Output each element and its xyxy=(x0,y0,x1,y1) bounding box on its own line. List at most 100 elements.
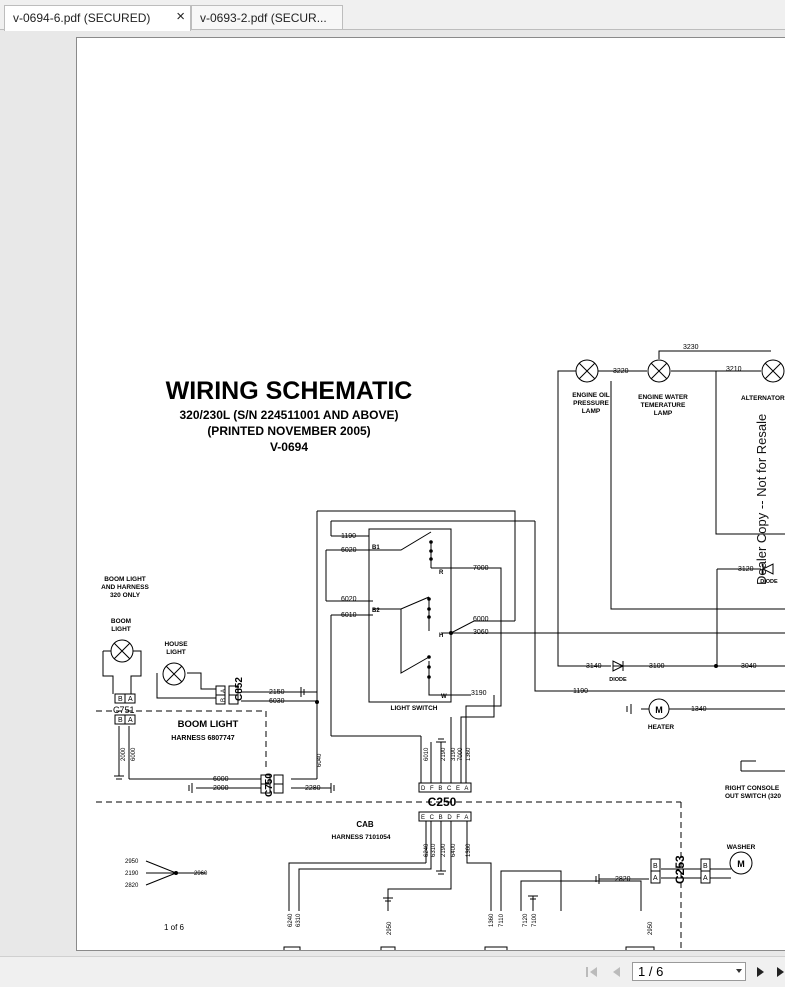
bottom-wire-1360: 1360 xyxy=(489,913,495,927)
schematic-print-date: (PRINTED NOVEMBER 2005) xyxy=(207,424,370,438)
c250-bottom-wire-4: 6400 xyxy=(451,843,457,857)
wire-3230: 3230 xyxy=(683,344,699,351)
c250-top-wire-4: 7000 xyxy=(458,747,464,761)
alternator-label: ALTERNATOR xyxy=(741,395,785,402)
wire-1340: 1340 xyxy=(691,706,707,713)
diode-symbols xyxy=(612,563,774,672)
pin-b: B xyxy=(653,863,658,870)
harness-6807747: HARNESS 6807747 xyxy=(171,735,235,742)
bottom-wire-2950: 2950 xyxy=(387,921,393,935)
c250-bottom-pins: E C B D F A xyxy=(421,815,470,821)
switch-pin-w: W xyxy=(441,694,447,700)
wiring-schematic: WIRING SCHEMATIC 320/230L (S/N 224511001… xyxy=(96,344,785,950)
diode-label-2: DIODE xyxy=(760,579,778,585)
harness-boundaries xyxy=(96,710,682,950)
engine-oil-label-3: LAMP xyxy=(582,408,601,415)
switch-pin-r: R xyxy=(439,570,444,576)
wire-2820: 2820 xyxy=(125,883,139,889)
first-page-icon[interactable] xyxy=(585,965,599,979)
c250-bottom-wire-2: 6310 xyxy=(431,843,437,857)
right-console-2: OUT SWITCH (320 xyxy=(725,793,781,800)
boom-light-harness-title: BOOM LIGHT xyxy=(178,719,239,730)
previous-page-icon[interactable] xyxy=(609,965,623,979)
connector-c852: C852 xyxy=(234,677,245,701)
bottom-wire-2950b: 2950 xyxy=(648,921,654,935)
pin-b: B xyxy=(703,863,708,870)
wire-3210: 3210 xyxy=(726,366,742,373)
c250-bottom-wire-3: 2190 xyxy=(441,843,447,857)
switch-contacts xyxy=(174,540,718,875)
bottom-wire-6240: 6240 xyxy=(288,913,294,927)
pin-b: B xyxy=(118,717,123,724)
diode-label: DIODE xyxy=(609,677,627,683)
bottom-wire-7110: 7110 xyxy=(499,913,505,927)
tab-v-0694-6[interactable]: v-0694-6.pdf (SECURED) × xyxy=(4,5,191,31)
light-switch-label: LIGHT SWITCH xyxy=(391,705,438,712)
pin-a: A xyxy=(128,717,133,724)
pin-a: A xyxy=(653,875,658,882)
connector-c751: C751 xyxy=(113,705,135,715)
connector-c250: C250 xyxy=(428,795,457,809)
wire-3120: 3120 xyxy=(738,566,754,573)
page-indicator: 1 / 6 xyxy=(638,964,664,979)
engine-water-label-2: TEMERATURE xyxy=(641,402,686,409)
wire-2950: 2950 xyxy=(125,859,139,865)
c250-bottom-wire-1: 6240 xyxy=(424,843,430,857)
boom-light-harness-3: 320 ONLY xyxy=(110,592,141,599)
next-page-icon[interactable] xyxy=(754,965,768,979)
tab-v-0693-2[interactable]: v-0693-2.pdf (SECUR... xyxy=(191,5,343,30)
boom-light-2: LIGHT xyxy=(111,626,131,633)
wire-2280: 2280 xyxy=(305,785,321,792)
heater-label: HEATER xyxy=(648,724,675,731)
schematic-doc-number: V-0694 xyxy=(270,440,308,454)
c250-top-wire-2: 2190 xyxy=(441,747,447,761)
wire-3100: 3100 xyxy=(649,663,665,670)
tab-label: v-0694-6.pdf (SECURED) xyxy=(13,11,151,25)
pin-b: B xyxy=(221,698,227,702)
wire-2000-v: 2000 xyxy=(121,747,127,761)
boom-light-harness-1: BOOM LIGHT xyxy=(104,576,146,583)
wire-6000: 6000 xyxy=(213,776,229,783)
ground-symbols xyxy=(114,687,600,902)
bottom-wire-7100: 7100 xyxy=(532,913,538,927)
switch-pin-b1: B1 xyxy=(372,545,380,551)
wire-2150: 2150 xyxy=(269,689,285,696)
wire-3190: 3190 xyxy=(471,690,487,697)
engine-water-label-1: ENGINE WATER xyxy=(638,394,688,401)
right-console-1: RIGHT CONSOLE xyxy=(725,785,780,792)
wire-1190b: 1190 xyxy=(573,688,588,695)
wire-2190: 2190 xyxy=(125,871,139,877)
wire-6020b: 6020 xyxy=(341,596,357,603)
wire-2000: 2000 xyxy=(213,785,229,792)
tab-bar: v-0694-6.pdf (SECURED) × v-0693-2.pdf (S… xyxy=(0,0,785,31)
wire-6000b: 6000 xyxy=(473,616,489,623)
bottom-wire-6310: 6310 xyxy=(296,913,302,927)
pdf-page: WIRING SCHEMATIC 320/230L (S/N 224511001… xyxy=(76,37,785,951)
washer-motor-m: M xyxy=(737,859,745,869)
close-icon[interactable]: × xyxy=(176,8,185,25)
engine-oil-label-2: PRESSURE xyxy=(573,400,609,407)
engine-water-label-3: LAMP xyxy=(654,410,673,417)
house-light-1: HOUSE xyxy=(164,641,188,648)
wire-1190: 1190 xyxy=(341,533,356,540)
cab-label: CAB xyxy=(356,820,374,829)
c250-bottom-wire-5: 1360 xyxy=(466,843,472,857)
page-of-label: 1 of 6 xyxy=(164,923,185,932)
schematic-subtitle: 320/230L (S/N 224511001 AND ABOVE) xyxy=(179,408,398,422)
boom-light-1: BOOM xyxy=(111,618,131,625)
washer-label: WASHER xyxy=(727,844,756,851)
watermark: Dealer Copy -- Not for Resale xyxy=(754,414,769,585)
c250-top-wire-5: 1360 xyxy=(466,747,472,761)
navigation-bar: 1 / 6 xyxy=(0,956,785,987)
page-number-select[interactable]: 1 / 6 xyxy=(632,962,746,981)
house-light-2: LIGHT xyxy=(166,649,186,656)
connector-c750: C750 xyxy=(264,773,275,797)
wire-2960: 2960 xyxy=(194,871,208,877)
boom-light-harness-2: AND HARNESS xyxy=(101,584,149,591)
last-page-icon[interactable] xyxy=(775,965,785,979)
wire-2820b: 2820 xyxy=(615,876,631,883)
wire-lines xyxy=(102,350,785,911)
connector-blocks xyxy=(114,685,711,950)
pin-a: A xyxy=(128,696,133,703)
switch-pin-b2: B2 xyxy=(372,608,380,614)
